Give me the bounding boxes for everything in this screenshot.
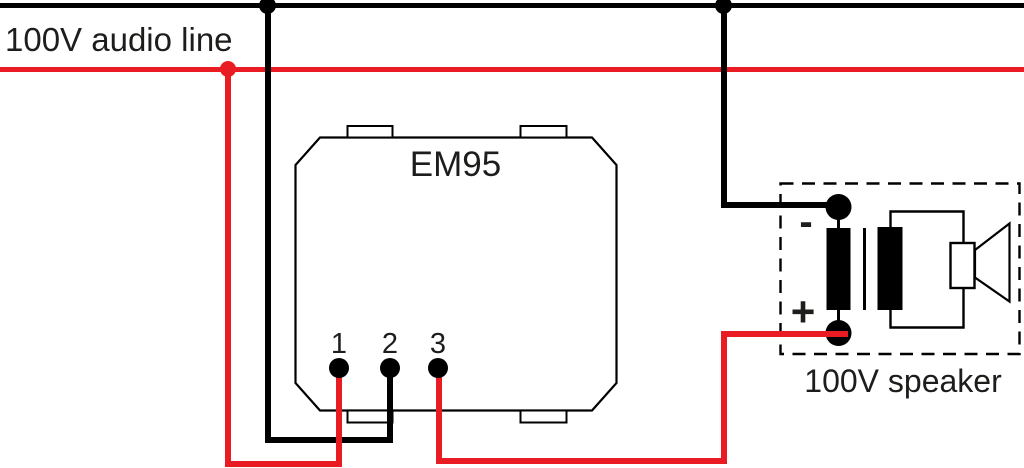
speaker-driver (949, 241, 976, 290)
terminal-label-2: 2 (381, 328, 399, 360)
negative-bus-junction-dot-left (259, 0, 276, 14)
module-name-label: EM95 (409, 145, 502, 184)
terminal-dot-1 (329, 358, 349, 378)
speaker-feed-bottom-segment (436, 458, 727, 464)
speaker-cone (973, 221, 1011, 304)
terminal-label-1: 1 (330, 328, 348, 360)
transformer-primary-winding (826, 228, 851, 310)
negative-wire-down-segment (265, 3, 271, 443)
terminal-label-3: 3 (429, 328, 447, 360)
audio-line-label: 100V audio line (5, 21, 233, 58)
speaker-feed-terminal3-drop (436, 368, 442, 464)
terminal-dot-2 (380, 358, 400, 378)
terminal-dot-3 (428, 358, 448, 378)
negative-bus-junction-dot-right (715, 0, 732, 14)
audio-line-positive-bus (0, 67, 1024, 72)
speaker-enclosure-dashed-box (779, 182, 1021, 356)
speaker-return-down-segment (721, 3, 727, 208)
speaker-return-minus-segment (721, 202, 841, 208)
mounting-tab-bottom-right (519, 409, 568, 424)
negative-wire-bottom-segment (265, 437, 393, 443)
transformer-secondary-winding (877, 227, 903, 310)
mounting-tab-bottom-left (346, 409, 394, 424)
positive-wire-down-segment (225, 67, 231, 467)
speaker-label: 100V speaker (804, 363, 1002, 399)
speaker-plus-label: + (790, 287, 816, 335)
mounting-tab-top-left (346, 125, 394, 139)
mounting-tab-top-right (519, 125, 568, 139)
audio-line-negative-bus (0, 3, 1024, 8)
positive-bus-junction-dot (220, 61, 236, 77)
positive-wire-bottom-segment (225, 461, 342, 467)
speaker-feed-riser (721, 331, 727, 464)
positive-wire-terminal1-riser (336, 368, 342, 467)
negative-wire-terminal2-riser (387, 368, 393, 443)
speaker-feed-plus-segment (721, 331, 848, 337)
em95-module-outline (294, 136, 618, 412)
speaker-minus-label: - (799, 200, 813, 244)
